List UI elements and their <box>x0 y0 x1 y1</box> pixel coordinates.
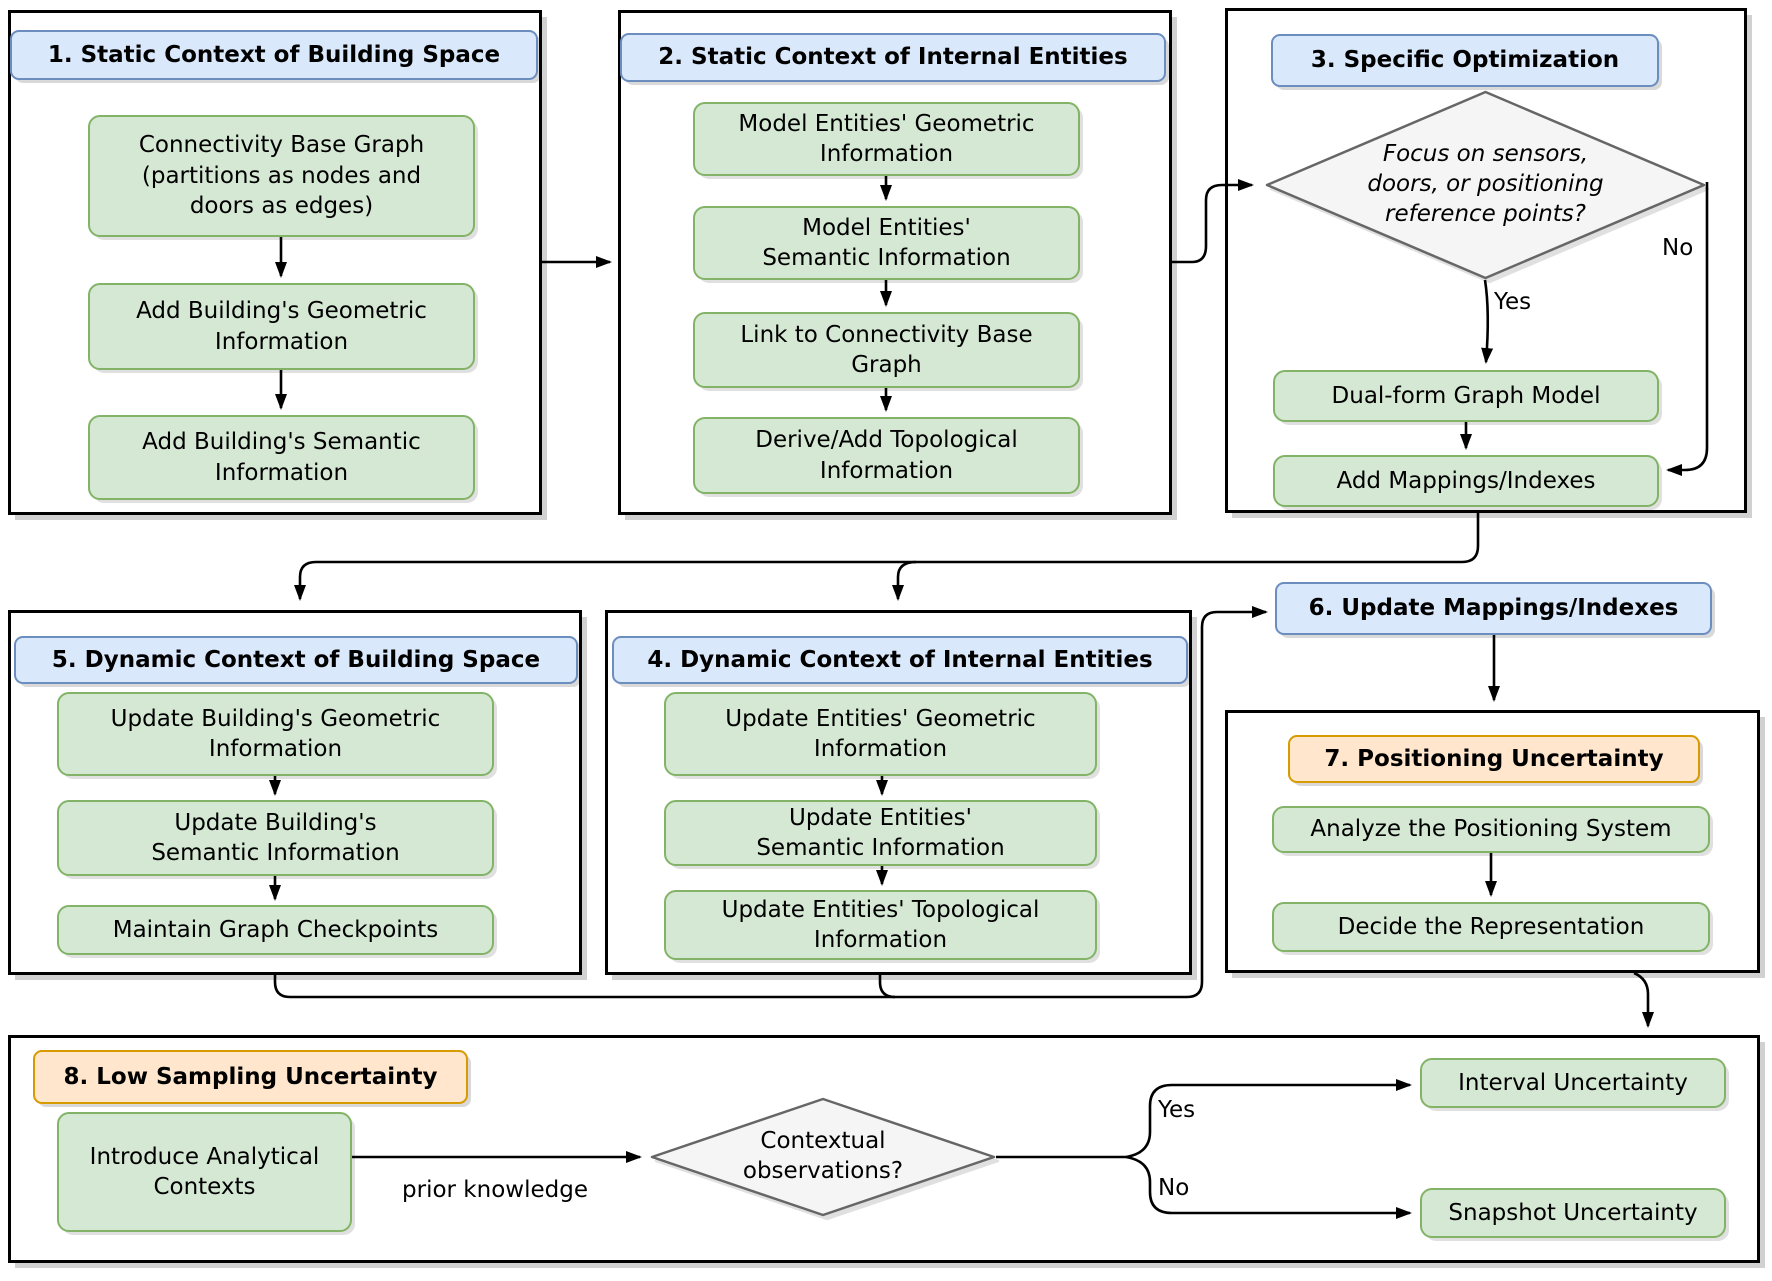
step-decide-representation: Decide the Representation <box>1272 902 1710 952</box>
edge-label-no-3: No <box>1662 235 1694 261</box>
section-5-title: 5. Dynamic Context of Building Space <box>14 636 578 684</box>
decision-contextual-diamond: Contextual observations? <box>650 1097 996 1217</box>
step-update-entities-semantic: Update Entities' Semantic Information <box>664 800 1097 866</box>
edge-label-prior-knowledge: prior knowledge <box>402 1177 588 1203</box>
decision-focus-diamond: Focus on sensors, doors, or positioning … <box>1264 90 1707 280</box>
step-maintain-checkpoints: Maintain Graph Checkpoints <box>57 905 494 955</box>
section-3-title: 3. Specific Optimization <box>1271 34 1659 87</box>
step-add-building-geometric: Add Building's Geometric Information <box>88 283 475 370</box>
step-dual-form-graph: Dual-form Graph Model <box>1273 370 1659 422</box>
step-model-entities-semantic: Model Entities' Semantic Information <box>693 206 1080 280</box>
decision-contextual-text: Contextual observations? <box>742 1128 904 1184</box>
edge-label-yes-8: Yes <box>1158 1097 1196 1123</box>
step-analyze-positioning: Analyze the Positioning System <box>1272 806 1710 853</box>
step-snapshot-uncertainty: Snapshot Uncertainty <box>1420 1188 1726 1238</box>
section-2-title: 2. Static Context of Internal Entities <box>620 33 1166 82</box>
decision-focus-text: Focus on sensors, doors, or positioning … <box>1367 141 1604 227</box>
section-6-title: 6. Update Mappings/Indexes <box>1275 582 1712 635</box>
step-introduce-analytical-contexts: Introduce Analytical Contexts <box>57 1112 352 1232</box>
step-interval-uncertainty: Interval Uncertainty <box>1420 1058 1726 1108</box>
step-update-building-semantic: Update Building's Semantic Information <box>57 800 494 876</box>
step-connectivity-base-graph: Connectivity Base Graph (partitions as n… <box>88 115 475 237</box>
step-update-entities-geometric: Update Entities' Geometric Information <box>664 692 1097 776</box>
edge-label-no-8: No <box>1158 1175 1190 1201</box>
step-add-mappings-indexes: Add Mappings/Indexes <box>1273 455 1659 507</box>
edge-label-yes-3: Yes <box>1494 289 1532 315</box>
section-4-title: 4. Dynamic Context of Internal Entities <box>612 636 1188 684</box>
step-link-connectivity-graph: Link to Connectivity Base Graph <box>693 312 1080 388</box>
step-derive-topological: Derive/Add Topological Information <box>693 417 1080 494</box>
step-model-entities-geometric: Model Entities' Geometric Information <box>693 102 1080 176</box>
step-update-entities-topological: Update Entities' Topological Information <box>664 890 1097 960</box>
section-8-title: 8. Low Sampling Uncertainty <box>33 1050 468 1104</box>
section-1-title: 1. Static Context of Building Space <box>10 30 538 80</box>
section-7-title: 7. Positioning Uncertainty <box>1288 735 1700 783</box>
step-add-building-semantic: Add Building's Semantic Information <box>88 415 475 500</box>
step-update-building-geometric: Update Building's Geometric Information <box>57 692 494 776</box>
